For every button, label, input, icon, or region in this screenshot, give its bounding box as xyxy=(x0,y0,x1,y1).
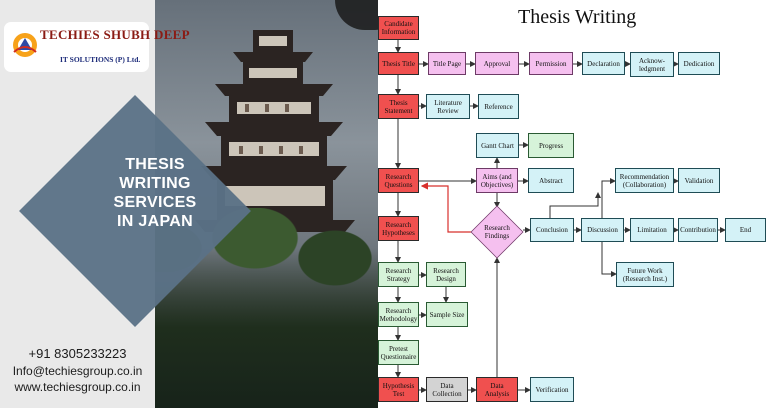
node-conclusion: Conclusion xyxy=(530,218,574,242)
brand-name: TECHIES SHUBH DEEP xyxy=(40,27,190,42)
node-contribution: Contribution xyxy=(678,218,718,242)
node-reference: Reference xyxy=(478,94,519,119)
contact-email: Info@techiesgroup.co.in xyxy=(12,364,143,378)
node-thesis-statement: Thesis Statement xyxy=(378,94,419,119)
node-permission: Permission xyxy=(529,52,573,75)
node-aims-objectives: Aims (and Objectives) xyxy=(476,168,518,193)
node-discussion: Discussion xyxy=(581,218,624,242)
node-future-work: Future Work (Research Inst.) xyxy=(616,262,674,287)
node-sample-size: Sample Size xyxy=(426,302,468,327)
node-declaration: Declaration xyxy=(582,52,625,75)
node-abstract: Abstract xyxy=(528,168,574,193)
node-progress: Progress xyxy=(528,133,574,158)
contact-phone: +91 8305233223 xyxy=(28,346,127,361)
node-research-strategy: Research Strategy xyxy=(378,262,419,287)
node-hypothesis-test: Hypothesis Test xyxy=(378,377,419,402)
node-research-design: Research Design xyxy=(426,262,466,287)
node-literature-review: Literature Review xyxy=(426,94,470,119)
node-research-findings: Research Findings xyxy=(470,205,524,259)
node-pretest-questionnaire: Pretest Questionaire xyxy=(378,340,419,365)
node-gantt-chart: Gantt Chart xyxy=(476,133,519,158)
diagram-title: Thesis Writing xyxy=(518,6,637,28)
contact-website: www.techiesgroup.co.in xyxy=(14,380,141,394)
node-recommendation: Recommendation (Collaboration) xyxy=(615,168,674,193)
brand-subtitle: IT SOLUTIONS (P) Ltd. xyxy=(60,55,141,64)
node-title-page: Title Page xyxy=(428,52,466,75)
node-approval: Approval xyxy=(475,52,519,75)
logo-emblem-icon xyxy=(13,33,37,57)
diagram-edges xyxy=(395,40,726,393)
node-dedication: Dedication xyxy=(678,52,720,75)
node-research-questions: Research Questions xyxy=(378,168,419,193)
node-data-collection: Data Collection xyxy=(426,377,468,402)
node-research-methodology: Research Methodology xyxy=(378,302,419,327)
node-acknowledgment: Acknow- ledgment xyxy=(630,52,674,77)
node-data-analysis: Data Analysis xyxy=(476,377,518,402)
thesis-diagram: Thesis Writing xyxy=(378,0,768,408)
node-end: End xyxy=(725,218,766,242)
node-limitation: Limitation xyxy=(630,218,674,242)
hero-title: THESIS WRITING SERVICES IN JAPAN xyxy=(113,156,197,230)
node-verification: Verification xyxy=(530,377,574,402)
node-candidate-information: Candidate Information xyxy=(378,16,419,40)
node-validation: Validation xyxy=(678,168,720,193)
node-thesis-title: Thesis Title xyxy=(378,52,419,75)
node-research-hypotheses: Research Hypotheses xyxy=(378,216,419,241)
